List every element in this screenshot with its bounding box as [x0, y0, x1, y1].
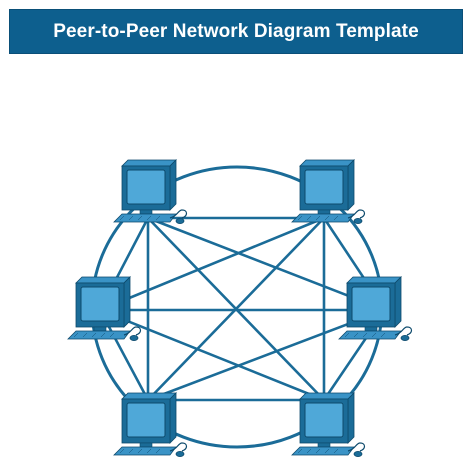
- monitor-screen: [351, 286, 391, 322]
- mouse: [175, 218, 185, 225]
- network-link-pc-3-pc-5: [146, 308, 387, 402]
- mouse: [353, 218, 363, 225]
- desktop-computer-icon[interactable]: [338, 276, 413, 342]
- mouse: [353, 451, 363, 458]
- monitor-screen: [126, 402, 166, 438]
- desktop-computer-icon[interactable]: [67, 276, 142, 342]
- keyboard: [113, 213, 177, 223]
- monitor-screen: [304, 402, 344, 438]
- monitor-screen: [80, 286, 120, 322]
- desktop-computer-icon[interactable]: [113, 392, 188, 458]
- title-banner: Peer-to-Peer Network Diagram Template: [9, 9, 463, 54]
- desktop-computer-icon[interactable]: [291, 159, 366, 225]
- desktop-computer-icon[interactable]: [291, 392, 366, 458]
- keyboard: [67, 330, 131, 340]
- monitor-screen: [304, 169, 344, 205]
- keyboard: [113, 446, 177, 456]
- mouse: [129, 335, 139, 342]
- keyboard: [291, 446, 355, 456]
- desktop-computer-icon[interactable]: [113, 159, 188, 225]
- keyboard: [291, 213, 355, 223]
- network-link-pc-2-pc-6: [98, 216, 326, 312]
- keyboard: [338, 330, 402, 340]
- mouse: [175, 451, 185, 458]
- network-link-pc-4-pc-6: [98, 308, 326, 402]
- mouse: [400, 335, 410, 342]
- diagram-title: Peer-to-Peer Network Diagram Template: [53, 20, 419, 42]
- network-link-pc-1-pc-3: [146, 216, 387, 312]
- monitor-screen: [126, 169, 166, 205]
